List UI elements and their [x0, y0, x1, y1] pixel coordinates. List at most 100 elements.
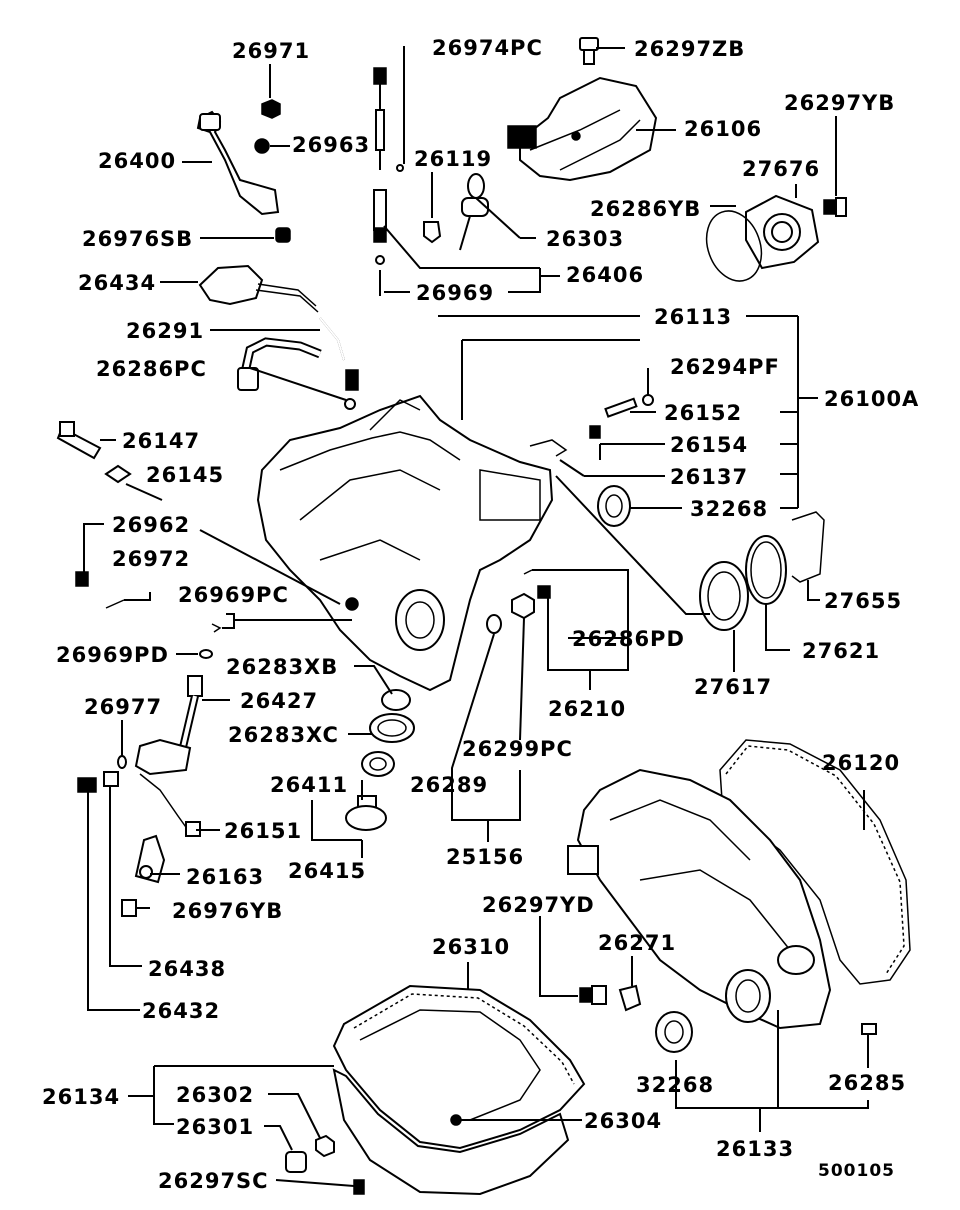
label-26963: 26963	[292, 133, 370, 157]
plug-26294PF-part	[642, 394, 654, 406]
label-27617: 27617	[694, 675, 772, 699]
label-26976YB: 26976YB	[172, 899, 283, 923]
label-26962: 26962	[112, 513, 190, 537]
dipstick-26303-part	[459, 173, 489, 251]
seal-26411-part	[361, 751, 395, 777]
clip-26145-part	[104, 464, 132, 484]
label-26432: 26432	[142, 999, 220, 1023]
label-26299PC: 26299PC	[462, 737, 573, 761]
label-27621: 27621	[802, 639, 880, 663]
label-26147: 26147	[122, 429, 200, 453]
label-26302: 26302	[176, 1083, 254, 1107]
label-26294PF: 26294PF	[670, 355, 780, 379]
label-26271: 26271	[598, 931, 676, 955]
shaft-26974PC-part	[373, 67, 404, 296]
oilpan-26134-part	[332, 1009, 570, 1196]
clip-26137-part	[529, 439, 568, 457]
bolt-26432-part	[77, 777, 97, 793]
transaxle-case-26100A-part	[256, 394, 554, 692]
label-32268-upper: 32268	[690, 497, 768, 521]
part-labels: 26971 26974PC 26297ZB 26297YB 26106 2640…	[42, 36, 919, 1193]
label-26120: 26120	[822, 751, 900, 775]
label-26438: 26438	[148, 957, 226, 981]
label-26411: 26411	[270, 773, 348, 797]
lever-26400-part	[196, 110, 280, 216]
label-26106: 26106	[684, 117, 762, 141]
cover-plate-27676-part	[745, 194, 820, 270]
bolt-26297YD-part	[579, 985, 607, 1005]
bolt-26976SB-part	[275, 227, 291, 243]
label-26289: 26289	[410, 773, 488, 797]
gear-26415-part	[345, 795, 387, 831]
sensor-26147-part	[56, 421, 102, 460]
plug-26286PD-part	[523, 569, 551, 599]
seal-32268a-part	[597, 485, 631, 527]
label-26286PD: 26286PD	[572, 627, 685, 651]
pin-26152-part	[604, 397, 638, 418]
label-25156: 25156	[446, 845, 524, 869]
label-32268-lower: 32268	[636, 1073, 714, 1097]
label-26113: 26113	[654, 305, 732, 329]
label-26283XC: 26283XC	[228, 723, 339, 747]
nut-26289-part	[486, 614, 502, 634]
label-26291: 26291	[126, 319, 204, 343]
label-26152: 26152	[664, 401, 742, 425]
label-26304: 26304	[584, 1109, 662, 1133]
ring-26283XC-part	[369, 713, 415, 743]
bracket-26271-part	[618, 960, 642, 1012]
label-26283XB: 26283XB	[226, 655, 338, 679]
label-26427: 26427	[240, 689, 318, 713]
leader-lines	[83, 46, 869, 1187]
seal-27617-part	[699, 561, 749, 631]
label-26969PC: 26969PC	[178, 583, 289, 607]
ring-27621-part	[745, 535, 787, 605]
label-26151: 26151	[224, 819, 302, 843]
label-26977: 26977	[84, 695, 162, 719]
label-26971: 26971	[232, 39, 310, 63]
hose-26286PC-part	[237, 337, 356, 410]
label-26974PC: 26974PC	[432, 36, 543, 60]
label-27655: 27655	[824, 589, 902, 613]
label-26297YB: 26297YB	[784, 91, 895, 115]
ring-26283XB-part	[381, 689, 411, 711]
switch-26434-part	[198, 264, 319, 313]
label-26210: 26210	[548, 697, 626, 721]
bolt-26154-part	[589, 425, 601, 439]
lever-26163-part	[134, 834, 166, 884]
label-26100A: 26100A	[824, 387, 919, 411]
bolt-26297ZB-part	[579, 37, 599, 65]
label-26154: 26154	[670, 433, 748, 457]
label-26969: 26969	[416, 281, 494, 305]
label-26145: 26145	[146, 463, 224, 487]
pin-26285-part	[861, 1023, 877, 1035]
plug-26969PD-part	[199, 649, 213, 659]
nut-26971-part	[261, 99, 281, 119]
nut-26963-part	[254, 138, 270, 154]
label-26297YD: 26297YD	[482, 893, 595, 917]
label-26972: 26972	[112, 547, 190, 571]
label-26434: 26434	[78, 271, 156, 295]
housing-26133-part	[567, 768, 832, 1030]
shaft-26427-part	[134, 675, 203, 776]
bolt-26962-part	[75, 571, 125, 609]
label-26303: 26303	[546, 227, 624, 251]
bolt-26297SC-part	[353, 1179, 365, 1195]
plug-26977-part	[117, 755, 127, 769]
label-26163: 26163	[186, 865, 264, 889]
cover-26106-part	[507, 76, 658, 182]
hose-26291-part	[319, 317, 359, 391]
label-26310: 26310	[432, 935, 510, 959]
plug-26301-part	[285, 1151, 307, 1173]
label-27676: 27676	[742, 157, 820, 181]
label-26297ZB: 26297ZB	[634, 37, 745, 61]
drawing-code: 500105	[818, 1161, 895, 1181]
label-26969PD: 26969PD	[56, 643, 169, 667]
seal-32268b-part	[655, 1011, 693, 1053]
label-26400: 26400	[98, 149, 176, 173]
oring-26286YB-part	[705, 210, 763, 282]
label-26137: 26137	[670, 465, 748, 489]
label-26134: 26134	[42, 1085, 120, 1109]
sensor-26299PC-part	[511, 592, 535, 620]
label-26976SB: 26976SB	[82, 227, 193, 251]
